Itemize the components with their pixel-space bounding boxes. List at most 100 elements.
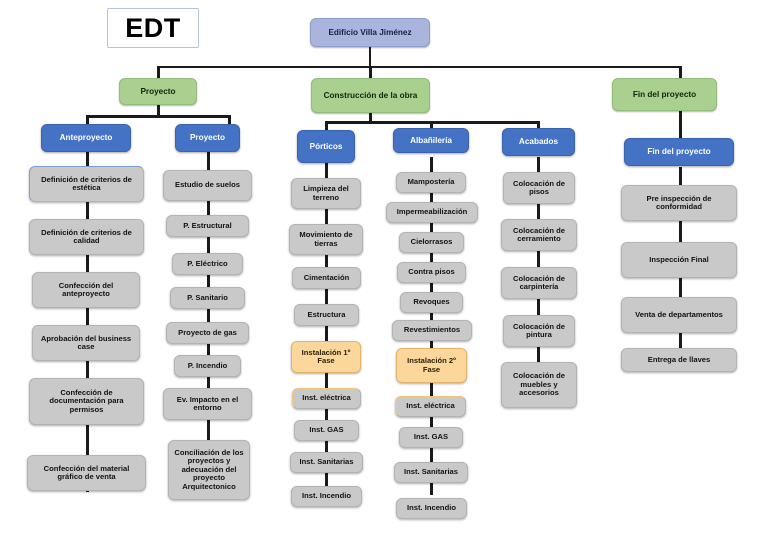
task-fin-0[interactable]: Pre inspección de conformidad — [621, 185, 737, 221]
task-anteproyecto-4[interactable]: Confección de documentación para permiso… — [29, 378, 144, 425]
connector-to-porticos — [325, 121, 328, 134]
task-porticos-0[interactable]: Limpieza del terreno — [291, 178, 361, 209]
task-proyecto-3[interactable]: P. Sanitario — [170, 287, 245, 309]
root-node-edificio[interactable]: Edificio Villa Jiménez — [310, 18, 430, 47]
group-node-acabados[interactable]: Acabados — [502, 128, 575, 156]
phase-node-construccion[interactable]: Construcción de la obra — [311, 78, 430, 113]
task-albanileria-3[interactable]: Contra pisos — [397, 262, 466, 283]
task-label: P. Sanitario — [187, 292, 228, 302]
edt-title-box: EDT — [107, 8, 199, 48]
task-anteproyecto-1[interactable]: Definición de criterios de calidad — [29, 219, 144, 255]
task-label: Confección de documentación para permiso… — [49, 387, 124, 414]
task-label: Impermeabilización — [396, 207, 468, 217]
task-albanileria-2[interactable]: Cielorrasos — [399, 232, 464, 253]
phase-node-fin[interactable]: Fin del proyecto — [612, 78, 717, 111]
connector-bus-to-phase-proyecto — [157, 66, 160, 81]
connector-spine-anteproyecto — [86, 152, 89, 492]
task-albanileria-9[interactable]: Inst. Sanitarias — [394, 462, 468, 483]
group-fin-label: Fin del proyecto — [647, 147, 711, 157]
task-label: Inst. Incendio — [302, 491, 351, 501]
task-acabados-3[interactable]: Colocación de pintura — [503, 315, 575, 347]
group-node-fin[interactable]: Fin del proyecto — [624, 138, 734, 166]
task-label: Instalación 1º Fase — [301, 347, 351, 365]
task-label: Inst. GAS — [413, 432, 449, 442]
task-proyecto-6[interactable]: Ev. Impacto en el entorno — [163, 388, 252, 420]
task-label: Pre inspección de conformidad — [646, 193, 712, 211]
task-label: Colocación de pintura — [513, 321, 565, 339]
task-fin-2[interactable]: Venta de departamentos — [621, 297, 737, 333]
task-porticos-5[interactable]: Inst. eléctrica — [292, 388, 361, 409]
task-label: Aprobación del business case — [40, 333, 132, 351]
task-label: Proyecto de gas — [178, 327, 237, 337]
task-label: Confección del anteproyecto — [58, 280, 114, 298]
task-label: Colocación de cerramiento — [513, 225, 565, 243]
group-albanileria-label: Albañilería — [410, 135, 452, 145]
connector-proyecto-bus — [86, 115, 231, 118]
task-anteproyecto-2[interactable]: Confección del anteproyecto — [32, 272, 140, 308]
task-proyecto-7[interactable]: Conciliación de los proyectos y adecuaci… — [168, 440, 250, 500]
task-acabados-0[interactable]: Colocación de pisos — [503, 172, 575, 204]
task-fin-3[interactable]: Entrega de llaves — [621, 348, 737, 372]
task-porticos-8[interactable]: Inst. Incendio — [291, 486, 362, 507]
task-albanileria-4[interactable]: Revoques — [400, 292, 463, 313]
task-proyecto-1[interactable]: P. Estructural — [166, 215, 249, 237]
task-albanileria-0[interactable]: Mampostería — [396, 172, 466, 193]
task-label: Inspección Final — [649, 254, 709, 264]
task-albanileria-10[interactable]: Inst. Incendio — [396, 498, 467, 519]
task-label: Definición de criterios de estética — [41, 174, 132, 192]
group-node-albanileria[interactable]: Albañilería — [393, 128, 469, 153]
connector-root-down — [369, 47, 371, 67]
task-label: Revestimientos — [403, 325, 461, 335]
phase-construccion-label: Construcción de la obra — [323, 90, 418, 100]
task-porticos-3[interactable]: Estructura — [294, 304, 359, 326]
connector-to-anteproyecto — [86, 115, 89, 128]
connector-fin-phase-to-group — [679, 110, 682, 138]
connector-spine-porticos — [325, 163, 328, 493]
root-node-label: Edificio Villa Jiménez — [328, 27, 412, 37]
task-porticos-6[interactable]: Inst. GAS — [294, 420, 359, 441]
task-label: Colocación de pisos — [513, 178, 565, 196]
task-label: Limpieza del terreno — [303, 184, 349, 202]
task-label: Cimentación — [303, 272, 350, 282]
task-proyecto-4[interactable]: Proyecto de gas — [166, 322, 249, 344]
task-label: Inst. Sanitarias — [299, 457, 354, 467]
task-anteproyecto-5[interactable]: Confección del material gráfico de venta — [27, 455, 146, 491]
phase-node-proyecto[interactable]: Proyecto — [119, 78, 197, 105]
task-label: Inst. eléctrica — [302, 393, 351, 403]
task-label: Ev. Impacto en el entorno — [176, 394, 239, 412]
group-node-porticos[interactable]: Pórticos — [297, 130, 355, 163]
task-label: Estructura — [307, 309, 346, 319]
task-proyecto-0[interactable]: Estudio de suelos — [163, 170, 252, 201]
connector-to-albanileria — [430, 121, 433, 134]
task-porticos-2[interactable]: Cimentación — [292, 267, 361, 289]
task-fin-1[interactable]: Inspección Final — [621, 242, 737, 278]
group-node-anteproyecto[interactable]: Anteproyecto — [41, 124, 131, 152]
task-porticos-7[interactable]: Inst. Sanitarias — [290, 452, 363, 473]
connector-spine-acabados — [537, 157, 540, 373]
task-albanileria-8[interactable]: Inst. GAS — [399, 427, 463, 448]
task-acabados-2[interactable]: Colocación de carpintería — [501, 267, 577, 299]
group-acabados-label: Acabados — [518, 137, 559, 147]
task-albanileria-5[interactable]: Revestimientos — [392, 320, 472, 341]
task-label: Inst. Incendio — [407, 503, 456, 513]
milestone-porticos-instalacion-1[interactable]: Instalación 1º Fase — [291, 341, 361, 373]
task-anteproyecto-3[interactable]: Aprobación del business case — [32, 325, 140, 361]
task-porticos-1[interactable]: Movimiento de tierras — [289, 224, 363, 255]
task-anteproyecto-0[interactable]: Definición de criterios de estética — [29, 166, 144, 202]
group-node-proyecto[interactable]: Proyecto — [175, 124, 240, 152]
task-label: P. Estructural — [183, 220, 232, 230]
task-label: Venta de departamentos — [635, 309, 723, 319]
task-label: Colocación de muebles y accesorios — [513, 371, 565, 398]
task-proyecto-2[interactable]: P. Eléctrico — [172, 253, 243, 275]
group-anteproyecto-label: Anteproyecto — [59, 133, 113, 143]
task-label: Entrega de llaves — [647, 354, 711, 364]
task-albanileria-7[interactable]: Inst. eléctrica — [395, 396, 466, 417]
task-albanileria-1[interactable]: Impermeabilización — [386, 202, 478, 223]
task-proyecto-5[interactable]: P. Incendio — [174, 355, 241, 377]
task-acabados-1[interactable]: Colocación de cerramiento — [501, 219, 577, 251]
task-label: Estudio de suelos — [175, 180, 240, 190]
milestone-albanileria-instalacion-2[interactable]: Instalación 2º Fase — [396, 348, 467, 383]
group-porticos-label: Pórticos — [309, 141, 343, 151]
task-acabados-4[interactable]: Colocación de muebles y accesorios — [501, 362, 577, 408]
